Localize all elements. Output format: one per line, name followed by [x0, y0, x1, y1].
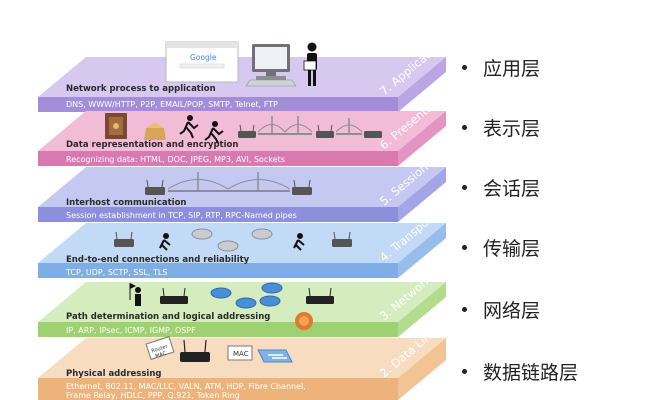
- bridge-icon: [335, 118, 363, 135]
- bullet-icon: [462, 124, 467, 130]
- layer-5-title: Interhost communication: [66, 198, 186, 208]
- layer-7-front: [38, 97, 398, 112]
- router-icon: [316, 124, 334, 138]
- layer-6-side: [398, 111, 446, 166]
- layer-6-front: [38, 151, 398, 166]
- legend-label: 应用层: [483, 57, 541, 80]
- router-icon: [292, 179, 312, 195]
- layer-5-desc: Session establishment in TCP, SIP, RTP, …: [66, 211, 297, 220]
- legend-item: 传输层: [462, 232, 540, 262]
- legend-label: 表示层: [483, 117, 541, 140]
- router-icon: [160, 287, 188, 304]
- bullet-icon: [462, 306, 467, 312]
- bullet-icon: [462, 244, 467, 250]
- network-router-icon: [259, 295, 281, 307]
- bullet-icon: [462, 184, 467, 190]
- layer-6-desc: Recognizing data: HTML, DOC, JPEG, MP3, …: [66, 155, 285, 164]
- router-disc-icon: [191, 228, 213, 240]
- person-with-flag-icon: [129, 283, 141, 306]
- layer-6-title: Data representation and encryption: [66, 140, 238, 150]
- computer-icon: [245, 44, 297, 87]
- router-tag-label: Router: [151, 343, 170, 354]
- mac-tag-label: MAC: [233, 350, 249, 358]
- layer-2-side: [398, 338, 446, 400]
- router-mac-tag-icon: Router MAC: [145, 336, 175, 360]
- legend-item: 网络层: [462, 294, 540, 324]
- legend-item: 会话层: [462, 172, 540, 202]
- bullet-icon: [462, 64, 467, 70]
- bridge-icon: [257, 116, 313, 135]
- osi-layer-stack: Network process to application DNS, WWW/…: [38, 37, 446, 400]
- layer-5-top: [38, 167, 446, 207]
- network-router-icon: [210, 287, 232, 299]
- wifi-router-icon: [180, 339, 210, 362]
- layer-4-side: [398, 223, 446, 278]
- router-tag-mac-label: MAC: [155, 350, 168, 359]
- router-disc-icon: [251, 228, 273, 240]
- running-person-icon: [204, 121, 224, 144]
- layer-5-side: [398, 167, 446, 222]
- layer-2-desc-line-1: Ethernet, 802.11, MAC/LLC, VALN, ATM, HD…: [66, 382, 306, 391]
- network-router-icon: [261, 282, 283, 294]
- legend-item: 表示层: [462, 112, 540, 142]
- layer-2-title: Physical addressing: [66, 369, 161, 379]
- layer-5-session: Interhost communication Session establis…: [38, 160, 446, 222]
- router-icon: [306, 287, 334, 304]
- layer-7-top: [38, 57, 446, 97]
- running-person-icon: [159, 233, 171, 251]
- layer-7-side: [398, 57, 446, 112]
- router-icon: [238, 124, 256, 138]
- layer-3-side: [398, 282, 446, 337]
- google-logo: Google: [190, 53, 217, 62]
- open-box-icon: [144, 122, 166, 140]
- switch-icon: [257, 349, 293, 363]
- legend-label: 数据链路层: [483, 361, 579, 384]
- router-icon: [364, 131, 382, 138]
- vault-door-icon: [105, 113, 127, 139]
- layer-7-title: Network process to application: [66, 84, 216, 94]
- running-person-icon: [293, 233, 305, 251]
- chinese-layer-legend: 应用层 表示层 会话层 传输层 网络层 数据链路层: [462, 0, 662, 400]
- layer-4-top: [38, 223, 446, 263]
- layer-4-desc: TCP, UDP, SCTP, SSL, TLS: [65, 268, 167, 277]
- layer-5-front: [38, 207, 398, 222]
- user-person-icon: [303, 42, 317, 86]
- legend-label: 传输层: [483, 237, 541, 260]
- network-router-icon: [235, 297, 257, 309]
- layer-7-desc: DNS, WWW/HTTP, P2P, EMAIL/POP, SMTP, Tel…: [66, 100, 278, 109]
- running-person-icon: [179, 115, 199, 139]
- legend-item: 应用层: [462, 52, 540, 82]
- legend-label: 会话层: [483, 177, 541, 200]
- layer-2-desc-line-2: Frame Relay, HDLC, PPP, Q.921, Token Rin…: [66, 391, 240, 400]
- layer-7-application: Network process to application DNS, WWW/…: [38, 37, 446, 112]
- legend-label: 网络层: [483, 299, 541, 322]
- router-icon: [332, 231, 352, 247]
- cursor-dot-icon: [295, 312, 313, 330]
- legend-item: 数据链路层: [462, 356, 578, 386]
- router-icon: [145, 179, 165, 195]
- layer-2-front: [38, 378, 398, 400]
- layer-4-front: [38, 263, 398, 278]
- bullet-icon: [462, 368, 467, 374]
- layer-4-title: End-to-end connections and reliability: [66, 255, 250, 265]
- layer-3-desc: IP, ARP, IPsec, ICMP, IGMP, OSPF: [66, 326, 196, 335]
- browser-window-icon: Google: [165, 41, 239, 83]
- router-disc-icon: [217, 240, 239, 252]
- mac-tag-icon: MAC: [227, 345, 253, 361]
- layer-3-title: Path determination and logical addressin…: [66, 312, 270, 322]
- bridge-icon: [167, 172, 291, 192]
- layer-4-transport: End-to-end connections and reliability T…: [38, 209, 446, 278]
- router-icon: [114, 231, 134, 247]
